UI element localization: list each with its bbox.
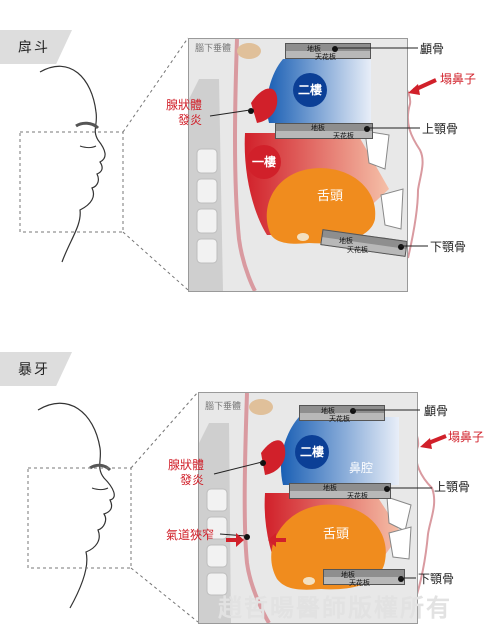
bone-bar-skull-ceiling-label: 天花板 [315,53,336,61]
dot-skull-top [332,46,338,52]
collapsed-nose-label-top: 塌鼻子 [440,72,477,86]
dot-adenoid-bottom [260,460,266,466]
airway-label-bottom: 氣道狹窄 [166,528,215,542]
second-floor-badge-top: 二樓 [293,73,327,107]
nasal-cavity-label-bottom: 鼻腔 [349,461,374,475]
bone-bar-mandible-ceiling-label: 天花板 [347,246,368,254]
anatomy-panel-bottom: 地板 天花板 地板 天花板 地板 天花板 腦下垂體 二樓 鼻腔 舌頭 [198,392,418,624]
tag-bottom-label: 暴牙 [18,362,50,378]
anatomy-panel-top: 地板 天花板 地板 天花板 地板 天花板 腦下垂體 二樓 一樓 舌頭 [188,38,408,292]
bone-bar-skull-floor-label: 地板 [307,45,321,53]
skull-label-bottom: 顱骨 [424,404,449,418]
dot-skull-bottom [350,408,356,414]
bone-bar-skull-bottom [299,405,385,421]
tag-top-label: 戽斗 [18,40,50,56]
bone-bar-maxilla-bottom [289,483,391,499]
adenoid-label-top: 腺狀體 發炎 [166,98,203,127]
bone-bar-maxilla-floor-label: 地板 [311,124,325,132]
watermark: 趙哲暘醫師版權所有 [218,594,452,622]
bone-bar-skull-ceiling-label-b: 天花板 [329,415,350,423]
collapsed-nose-label-bottom: 塌鼻子 [448,430,485,444]
adenoid-label-bottom: 腺狀體 發炎 [168,458,205,487]
maxilla-label-bottom: 上顎骨 [434,480,471,494]
mandible-label-top: 下顎骨 [430,240,467,254]
bone-bar-maxilla-floor-label-b: 地板 [323,484,337,492]
maxilla-label-top: 上顎骨 [422,122,459,136]
dot-mandible-bottom [398,576,404,582]
tongue-label-top: 舌頭 [317,189,344,204]
bone-bar-maxilla-ceiling-label: 天花板 [333,132,354,140]
dot-maxilla-top [364,126,370,132]
bone-bar-mandible-bottom [323,569,405,585]
second-floor-badge-bottom: 二樓 [295,435,329,469]
bone-bar-mandible-ceiling-label-b: 天花板 [349,579,370,587]
bone-bar-maxilla-ceiling-label-b: 天花板 [347,492,368,500]
dot-mandible-top [398,244,404,250]
skull-label-top: 顱骨 [420,42,445,56]
dot-maxilla-bottom [384,486,390,492]
bone-bar-mandible-floor-label: 地板 [339,237,353,245]
dot-adenoid-top [248,108,254,114]
bone-bar-mandible-floor-label-b: 地板 [341,571,355,579]
bone-bar-maxilla-top [275,123,373,139]
first-floor-badge-top: 一樓 [247,145,281,179]
mandible-label-bottom: 下顎骨 [418,572,455,586]
pituitary-label-top: 腦下垂體 [195,44,232,54]
bone-bar-skull-floor-label-b: 地板 [321,407,335,415]
tongue-label-bottom: 舌頭 [323,527,350,542]
bone-bar-skull-top [285,43,371,59]
pituitary-label-bottom: 腦下垂體 [205,402,242,412]
dot-airway-bottom [244,534,250,540]
